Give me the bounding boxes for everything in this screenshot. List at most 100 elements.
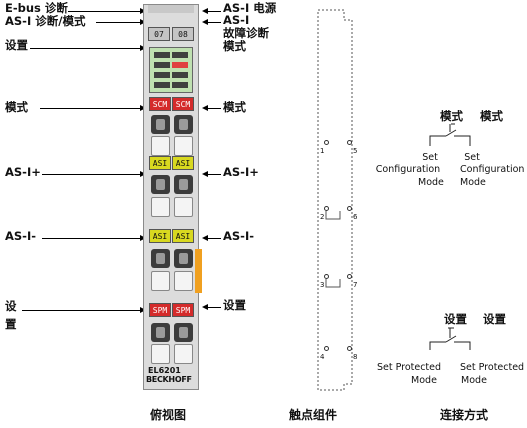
label-settings-bottom-2: 置 xyxy=(5,317,17,331)
label-asi-plus-right: AS-I+ xyxy=(223,165,259,179)
label-settings-right: 设置 xyxy=(223,298,246,312)
terminal-contact xyxy=(174,115,193,134)
orange-side-marker xyxy=(195,249,202,293)
contact-3 xyxy=(324,274,329,279)
caption-top-view: 俯视图 xyxy=(150,408,187,422)
conn-protected-right-2: Mode xyxy=(461,375,487,386)
terminal-slot xyxy=(174,197,193,217)
arrow-head xyxy=(202,105,208,111)
terminal-contact xyxy=(174,323,193,342)
contact-number: 4 xyxy=(320,353,325,361)
caption-connection: 连接方式 xyxy=(440,408,489,422)
label-settings: 设置 xyxy=(5,38,28,52)
contact-2 xyxy=(324,206,329,211)
led-scm-left: SCM xyxy=(149,97,171,111)
contact-number: 8 xyxy=(353,353,358,361)
led-asi-minus-right: ASI xyxy=(172,229,194,243)
label-settings-bottom-1: 设 xyxy=(5,299,17,313)
terminal-contact xyxy=(151,115,170,134)
conn-mode-left: 模式 xyxy=(440,109,463,123)
terminal-contact xyxy=(151,249,170,268)
arrow-line xyxy=(208,11,221,12)
arrow-head xyxy=(202,8,208,14)
label-asi-power: AS-I 电源 xyxy=(223,1,277,15)
module-top-latch xyxy=(148,5,194,13)
terminal-slot xyxy=(151,136,170,156)
indicator-panel xyxy=(149,47,193,93)
contact-4 xyxy=(324,346,329,351)
conn-set-config-right-3: Mode xyxy=(460,177,486,188)
terminal-module: 07 08 SCM SCM ASI ASI ASI ASI SPM SPM EL… xyxy=(143,4,202,390)
arrow-line xyxy=(30,48,140,49)
indicator-bar xyxy=(172,72,188,78)
arrow-line xyxy=(208,22,221,23)
contact-8 xyxy=(347,346,352,351)
contact-assembly-outline xyxy=(317,9,353,391)
terminal-slot xyxy=(151,271,170,291)
led-spm-left: SPM xyxy=(149,303,171,317)
conn-set-config-right-1: Set xyxy=(464,152,480,163)
terminal-slot xyxy=(151,344,170,364)
contact-1 xyxy=(324,140,329,145)
led-08: 08 xyxy=(172,27,194,41)
conn-protected-right-1: Set Protected xyxy=(460,362,525,373)
indicator-bar xyxy=(154,82,170,88)
arrow-line xyxy=(68,11,140,12)
indicator-bar xyxy=(154,52,170,58)
arrow-head xyxy=(202,171,208,177)
arrow-head xyxy=(202,304,208,310)
led-07: 07 xyxy=(148,27,170,41)
settings-switch-symbol xyxy=(429,327,471,350)
arrow-line xyxy=(208,108,221,109)
conn-settings-right: 设置 xyxy=(483,312,506,326)
arrow-line xyxy=(96,22,140,23)
arrow-line xyxy=(208,174,221,175)
conn-set-config-left-1: Set xyxy=(422,152,438,163)
contact-number: 3 xyxy=(320,281,325,289)
label-mode-left: 模式 xyxy=(5,100,28,114)
arrow-line xyxy=(42,174,140,175)
arrow-line xyxy=(208,238,221,239)
terminal-slot xyxy=(174,344,193,364)
led-scm-right: SCM xyxy=(172,97,194,111)
contact-number: 1 xyxy=(320,147,325,155)
label-asi-minus-left: AS-I- xyxy=(5,229,37,243)
module-brand: BECKHOFF xyxy=(146,375,192,384)
conn-set-config-left-3: Mode xyxy=(418,177,444,188)
arrow-line xyxy=(208,307,221,308)
label-asi-diagnosis-mode: AS-I 诊断/模式 xyxy=(5,14,86,28)
contact-number: 6 xyxy=(353,213,358,221)
conn-protected-left-2: Mode xyxy=(411,375,437,386)
terminal-slot xyxy=(174,271,193,291)
contact-6 xyxy=(347,206,352,211)
label-mode-top-right: 模式 xyxy=(223,39,246,53)
led-asi-plus-left: ASI xyxy=(149,156,171,170)
arrow-line xyxy=(42,238,140,239)
indicator-bar xyxy=(154,62,170,68)
arrow-head xyxy=(202,235,208,241)
contact-number: 5 xyxy=(353,147,358,155)
label-mode-right: 模式 xyxy=(223,100,246,114)
terminal-contact xyxy=(174,175,193,194)
led-spm-right: SPM xyxy=(172,303,194,317)
arrow-line xyxy=(22,310,140,311)
conn-settings-left: 设置 xyxy=(444,312,467,326)
arrow-line xyxy=(40,108,140,109)
led-asi-minus-left: ASI xyxy=(149,229,171,243)
led-asi-plus-right: ASI xyxy=(172,156,194,170)
contact-number: 7 xyxy=(353,281,358,289)
terminal-slot xyxy=(174,136,193,156)
label-asi-plus-left: AS-I+ xyxy=(5,165,41,179)
label-ebus-diagnosis: E-bus 诊断 xyxy=(5,1,68,15)
indicator-bar-red xyxy=(172,62,188,68)
contact-7 xyxy=(347,274,352,279)
contact-number: 2 xyxy=(320,213,325,221)
label-asi-fault-1: AS-I xyxy=(223,13,250,27)
contact-5 xyxy=(347,140,352,145)
indicator-bar xyxy=(172,82,188,88)
label-asi-fault-2: 故障诊断 xyxy=(223,26,269,40)
terminal-contact xyxy=(174,249,193,268)
arrow-head xyxy=(202,19,208,25)
caption-contact-assembly: 触点组件 xyxy=(289,408,338,422)
conn-set-config-left-2: Configuration xyxy=(375,164,441,175)
